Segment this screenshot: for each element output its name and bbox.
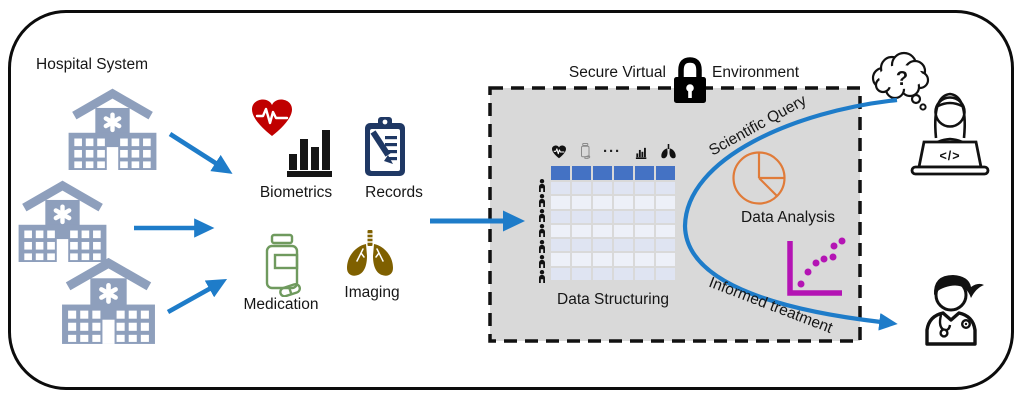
pie-chart-icon (732, 151, 786, 205)
medication-label: Medication (243, 296, 319, 313)
sve-title-left: Secure Virtual (568, 64, 666, 81)
table-cell (593, 239, 612, 252)
data-structuring-label: Data Structuring (557, 291, 669, 308)
pill-bottle-icon (265, 233, 301, 297)
table-cell (593, 224, 612, 238)
hospital-icon (62, 257, 155, 344)
table-header-cell (614, 166, 633, 180)
table-cell (572, 267, 591, 281)
person-icon (539, 194, 545, 208)
hospital-icon (68, 88, 157, 170)
records-label: Records (365, 184, 423, 201)
table-cell (551, 210, 570, 223)
table-cell (656, 210, 675, 223)
clipboard-pencil-icon (365, 117, 405, 176)
table-cell (551, 182, 570, 195)
table-header-cell (635, 166, 654, 180)
data-analysis-label: Data Analysis (741, 209, 835, 226)
table-header-cell (593, 166, 612, 180)
heart-ecg-icon (252, 99, 292, 136)
table-cell (593, 253, 612, 266)
bar-chart-icon (635, 147, 646, 159)
table-cell (551, 267, 570, 281)
table-cell (635, 196, 654, 209)
table-cell (593, 267, 612, 281)
table-cell (614, 224, 633, 238)
table-column-icons: ··· (551, 143, 677, 159)
table-cell (614, 267, 633, 281)
thought-bubble (879, 65, 923, 89)
imaging-label: Imaging (344, 284, 400, 301)
table-cell (656, 253, 675, 266)
table-cell (551, 196, 570, 209)
table-cell (572, 224, 591, 238)
lungs-icon (661, 144, 676, 159)
table-cell (656, 196, 675, 209)
table-cell (572, 239, 591, 252)
table-cell (593, 196, 612, 209)
table-cell (635, 253, 654, 266)
table-cell (614, 253, 633, 266)
hospital-icon (18, 180, 107, 262)
table-cell (614, 239, 633, 252)
table-cell (635, 224, 654, 238)
table-cell (572, 253, 591, 266)
table-cell (551, 239, 570, 252)
table-cell (614, 196, 633, 209)
doctor-icon (925, 275, 984, 346)
table-header-cell (572, 166, 591, 180)
table-cell (656, 239, 675, 252)
pill-bottle-icon (580, 143, 590, 159)
thought-question-mark: ? (896, 68, 908, 90)
table-cell (635, 239, 654, 252)
table-header-cell (656, 166, 675, 180)
table-cell (551, 253, 570, 266)
table-cell (614, 182, 633, 195)
lungs-icon (347, 230, 393, 276)
table-cell (635, 182, 654, 195)
laptop-base (910, 165, 990, 176)
padlock-icon (674, 57, 706, 103)
biometrics-label: Biometrics (259, 184, 333, 201)
table-cell (614, 210, 633, 223)
person-icon (539, 239, 545, 253)
table-cell (572, 182, 591, 195)
outer-border (8, 10, 1014, 390)
person-column (537, 179, 547, 283)
laptop-code-text: </> (939, 149, 960, 163)
table-header-cell (551, 166, 570, 180)
data-table (551, 166, 675, 281)
table-cell (593, 182, 612, 195)
scatter-plot-icon (787, 237, 846, 296)
table-cell (572, 196, 591, 209)
table-cell (656, 224, 675, 238)
table-cell (635, 267, 654, 281)
table-cell (635, 210, 654, 223)
table-cell (572, 210, 591, 223)
hospital-system-label: Hospital System (36, 56, 148, 73)
person-icon (539, 224, 545, 238)
person-icon (539, 179, 545, 192)
table-cell (656, 267, 675, 281)
heart-ecg-icon (552, 145, 566, 159)
bar-chart-icon (287, 130, 332, 177)
sve-title-right: Environment (712, 64, 800, 81)
person-icon (539, 209, 545, 223)
researcher-laptop-icon: ? </> (871, 51, 990, 176)
person-icon (539, 269, 545, 283)
table-cell (656, 182, 675, 195)
person-icon (539, 254, 545, 268)
ellipsis-icon: ··· (603, 143, 621, 160)
table-cell (551, 224, 570, 238)
table-cell (593, 210, 612, 223)
